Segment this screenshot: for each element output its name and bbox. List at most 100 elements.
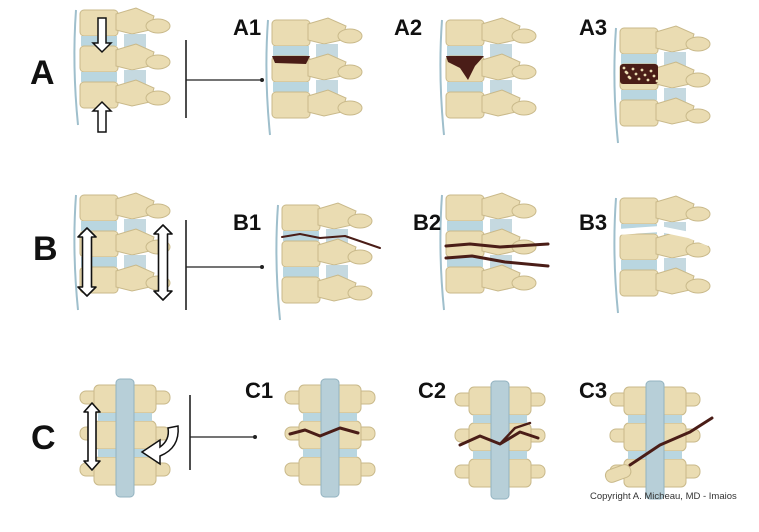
spinous-process [685,242,711,258]
intervertebral-disc [447,46,483,56]
intervertebral-disc [273,82,309,92]
sub-label-b2: B2 [413,210,442,235]
sub-label-a3: A3 [579,15,608,40]
distraction-arrow-posterior [153,224,173,301]
displaced-process [604,464,632,483]
spinous-process [347,285,373,301]
intervertebral-disc [283,231,319,241]
spine-c-reference [79,378,179,498]
intervertebral-disc [81,72,117,82]
fracture-gap [618,226,710,246]
fracture-c2-branch [498,421,532,446]
spine-b-reference [73,192,173,311]
fracture-burst [620,64,658,84]
supraspinous-ligament [115,378,135,498]
spinous-process [685,36,711,52]
compression-arrow-down [91,17,113,54]
posterior-ligament [490,80,512,94]
spine-b1 [275,202,381,321]
fracture-bony-lower [444,254,550,268]
spine-a-reference [73,7,171,133]
sub-label-a2: A2 [394,15,423,40]
vertebral-body [619,233,659,261]
vertebral-body [445,91,485,119]
spine-c3 [604,380,714,500]
fracture-c1 [288,426,360,438]
spinous-process [511,100,537,116]
intervertebral-disc [447,257,483,267]
vertebral-body [619,269,659,297]
supraspinous-ligament [320,378,340,498]
vertebral-body [445,194,485,222]
spinous-process [145,54,171,70]
vertebral-body [271,91,311,119]
spine-c1 [284,378,376,498]
spine-b2 [439,192,550,311]
intervertebral-disc [283,267,319,277]
vertebral-body [79,194,119,222]
rotation-arrow-vertical [83,402,101,471]
posterior-ligament [124,219,146,233]
spinous-process [145,18,171,34]
row-label-a: A [30,54,55,92]
spinous-process [347,213,373,229]
compression-arrow-up [91,100,113,133]
intervertebral-disc [621,260,657,270]
spinous-process [685,108,711,124]
intervertebral-disc [621,90,657,100]
vertebral-body [281,276,321,304]
intervertebral-disc [273,46,309,56]
fracture-ligamentous [281,233,381,249]
vertebral-body [619,99,659,127]
posterior-ligament [124,70,146,84]
vertebral-body [281,240,321,268]
row-label-c: C [31,419,56,457]
posterior-ligament [664,52,686,66]
distraction-arrow-anterior [77,227,97,297]
spinous-process [145,90,171,106]
spinous-process [685,72,711,88]
spinous-process [511,275,537,291]
spinous-process [685,278,711,294]
fracture-compression [272,56,310,64]
spinous-process [145,203,171,219]
vertebral-body [445,266,485,294]
rotation-arrow-curved [140,425,179,466]
vertebral-body [619,197,659,225]
fracture-c3-oblique [628,416,714,467]
spinous-process [511,203,537,219]
posterior-ligament [124,34,146,48]
posterior-ligament [316,80,338,94]
row-label-b: B [33,230,58,268]
fracture-bony-upper [444,242,550,249]
sub-label-a1: A1 [233,15,262,40]
spine-a2 [439,17,537,136]
intervertebral-disc [81,257,117,267]
intervertebral-disc [81,221,117,231]
connector-a [185,40,264,118]
posterior-ligament [490,44,512,58]
vertebral-body [271,19,311,47]
posterior-ligament [326,265,348,279]
sub-label-c3: C3 [579,378,608,403]
connector-b [185,220,264,310]
posterior-ligament [664,258,686,272]
intervertebral-disc [621,54,657,64]
spinous-process [511,64,537,80]
vertebral-body [445,19,485,47]
spinous-process [337,100,363,116]
intervertebral-disc [447,221,483,231]
spine-a3 [613,25,711,144]
sub-label-b1: B1 [233,210,262,235]
spinous-process [685,206,711,222]
posterior-ligament [124,255,146,269]
vertebral-body [281,204,321,232]
connector-c [189,395,257,470]
sub-label-b3: B3 [579,210,608,235]
sub-label-c2: C2 [418,378,447,403]
copyright-notice: Copyright A. Micheau, MD - Imaios [590,491,737,502]
posterior-ligament [316,44,338,58]
vertebral-body [619,27,659,55]
